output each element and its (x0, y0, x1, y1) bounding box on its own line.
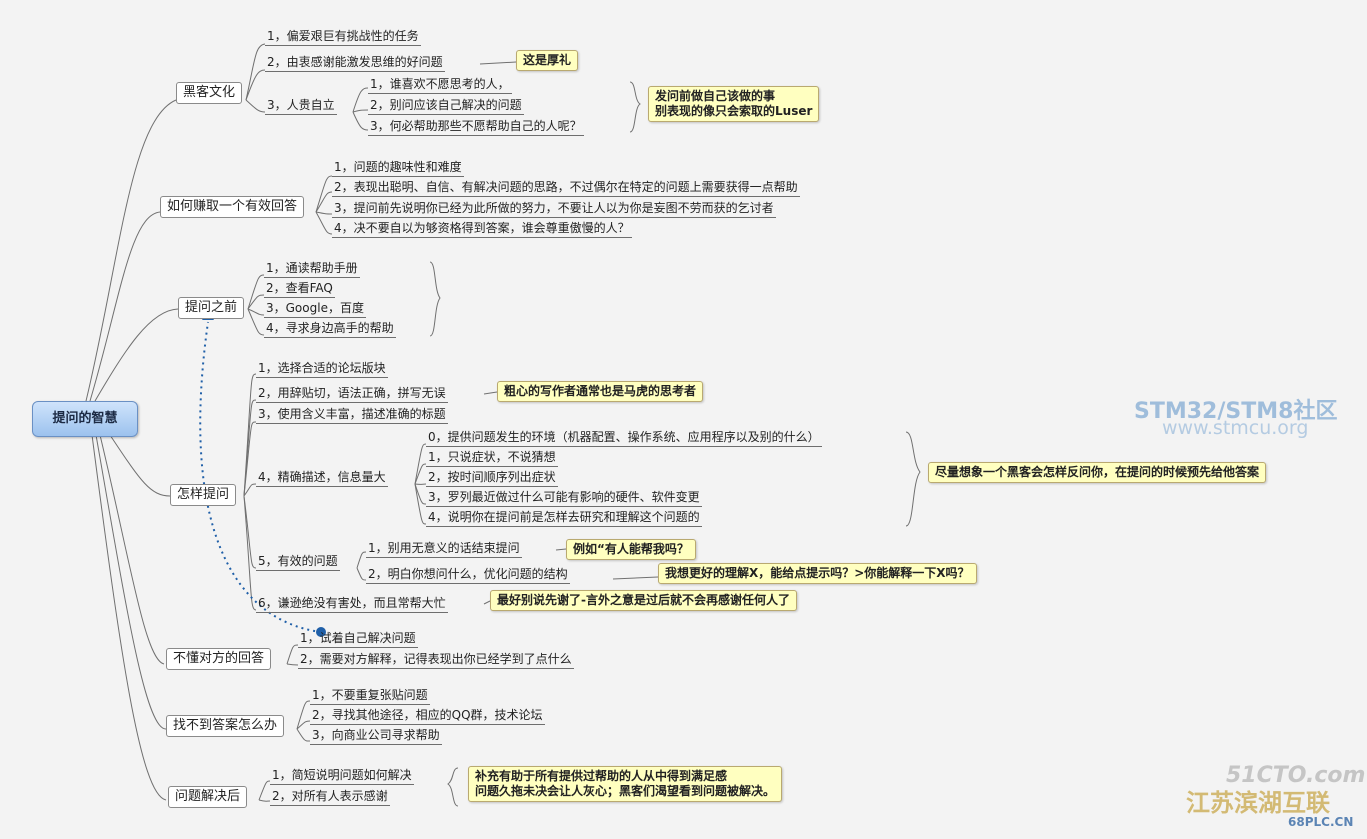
effq-item-1[interactable]: 1，别用无意义的话结束提问 (366, 541, 522, 558)
before-item-2[interactable]: 2，查看FAQ (264, 281, 335, 298)
stm-watermark-url: www.stmcu.org (1162, 417, 1309, 439)
before-item-1[interactable]: 1，通读帮助手册 (264, 261, 360, 278)
precise-item-4[interactable]: 4，说明你在提问前是怎样去研究和理解这个问题的 (426, 510, 702, 527)
before-item-3[interactable]: 3，Google，百度 (264, 301, 366, 318)
precise-item-3[interactable]: 3，罗列最近做过什么可能有影响的硬件、软件变更 (426, 490, 702, 507)
note-solved-line-1: 补充有助于所有提供过帮助的人从中得到满足感 (475, 769, 728, 783)
note-gift[interactable]: 这是厚礼 (516, 50, 579, 71)
note-careless[interactable]: 粗心的写作者通常也是马虎的思考者 (497, 381, 704, 402)
precise-item-1[interactable]: 1，只说症状，不说猜想 (426, 450, 558, 467)
noanswer-item-1[interactable]: 1，不要重复张贴问题 (310, 688, 430, 705)
note-solved-line-2: 问题久拖未决会让人灰心；黑客们渴望看到问题被解决。 (475, 784, 776, 798)
cto-watermark-logo: 51CTO.com (1226, 763, 1366, 788)
branch-after-solved[interactable]: 问题解决后 (168, 786, 248, 808)
note-better[interactable]: 我想更好的理解X，能给点提示吗？>你能解释一下X吗？ (658, 563, 977, 584)
hacker-item-2[interactable]: 2，由衷感谢能激发思维的好问题 (265, 55, 445, 72)
hacker-item-1[interactable]: 1，偏爱艰巨有挑战性的任务 (265, 29, 421, 46)
notunderstand-item-1[interactable]: 1，试着自己解决问题 (298, 631, 418, 648)
how-item-1[interactable]: 1，选择合适的论坛版块 (256, 361, 388, 378)
how-item-5[interactable]: 5，有效的问题 (256, 554, 340, 571)
branch-hacker-culture[interactable]: 黑客文化 (176, 82, 243, 104)
note-luser[interactable]: 发问前做自己该做的事 别表现的像只会索取的Luser (648, 86, 820, 122)
branch-no-answer[interactable]: 找不到答案怎么办 (166, 715, 285, 737)
noanswer-item-2[interactable]: 2，寻找其他途径，相应的QQ群，技术论坛 (310, 708, 545, 725)
note-example[interactable]: 例如“有人能帮我吗？ (566, 539, 696, 560)
before-item-4[interactable]: 4，寻求身边高手的帮助 (264, 321, 396, 338)
root-topic[interactable]: 提问的智慧 (32, 401, 138, 437)
note-thanks[interactable]: 最好别说先谢了-言外之意是过后就不会再感谢任何人了 (490, 590, 797, 611)
plc-watermark-url: 68PLC.CN (1288, 815, 1354, 829)
branch-effective-answer[interactable]: 如何赚取一个有效回答 (160, 196, 305, 218)
precise-item-2[interactable]: 2，按时间顺序列出症状 (426, 470, 558, 487)
note-luser-line-2: 别表现的像只会索取的Luser (655, 104, 813, 118)
hacker-item-3[interactable]: 3，人贵自立 (265, 98, 337, 115)
how-item-3[interactable]: 3，使用含义丰富，描述准确的标题 (256, 407, 448, 424)
stm-watermark-logo: STM32/STM8社区 (1134, 399, 1338, 424)
note-luser-line-1: 发问前做自己该做的事 (655, 89, 776, 103)
effective-item-3[interactable]: 3，提问前先说明你已经为此所做的努力，不要让人以为你是妄图不劳而获的乞讨者 (332, 201, 776, 218)
noanswer-item-3[interactable]: 3，向商业公司寻求帮助 (310, 728, 442, 745)
plc-watermark-logo: 江苏滨湖互联 (1186, 789, 1330, 817)
notunderstand-item-2[interactable]: 2，需要对方解释，记得表现出你已经学到了点什么 (298, 652, 574, 669)
note-imagine[interactable]: 尽量想象一个黑客会怎样反问你，在提问的时候预先给他答案 (928, 462, 1267, 483)
how-item-6[interactable]: 6，谦逊绝没有害处，而且常帮大忙 (256, 596, 448, 613)
hacker-sub-3[interactable]: 3，何必帮助那些不愿帮助自己的人呢？ (368, 119, 584, 136)
branch-before-asking[interactable]: 提问之前 (178, 297, 245, 319)
branch-not-understand[interactable]: 不懂对方的回答 (166, 648, 272, 670)
effective-item-1[interactable]: 1，问题的趣味性和难度 (332, 160, 464, 177)
hacker-sub-2[interactable]: 2，别问应该自己解决的问题 (368, 98, 524, 115)
branch-how-to-ask[interactable]: 怎样提问 (170, 484, 237, 506)
solved-item-2[interactable]: 2，对所有人表示感谢 (270, 789, 390, 806)
how-item-4[interactable]: 4，精确描述，信息量大 (256, 470, 388, 487)
effective-item-4[interactable]: 4，决不要自以为够资格得到答案，谁会尊重傲慢的人？ (332, 221, 632, 238)
effective-item-2[interactable]: 2，表现出聪明、自信、有解决问题的思路，不过偶尔在特定的问题上需要获得一点帮助 (332, 180, 800, 197)
note-solved[interactable]: 补充有助于所有提供过帮助的人从中得到满足感 问题久拖未决会让人灰心；黑客们渴望看… (468, 766, 783, 802)
how-item-2[interactable]: 2，用辞贴切，语法正确，拼写无误 (256, 386, 448, 403)
hacker-sub-1[interactable]: 1，谁喜欢不愿思考的人， (368, 77, 512, 94)
precise-item-0[interactable]: 0，提供问题发生的环境（机器配置、操作系统、应用程序以及别的什么） (426, 430, 822, 447)
effq-item-2[interactable]: 2，明白你想问什么，优化问题的结构 (366, 567, 570, 584)
solved-item-1[interactable]: 1，简短说明问题如何解决 (270, 768, 414, 785)
